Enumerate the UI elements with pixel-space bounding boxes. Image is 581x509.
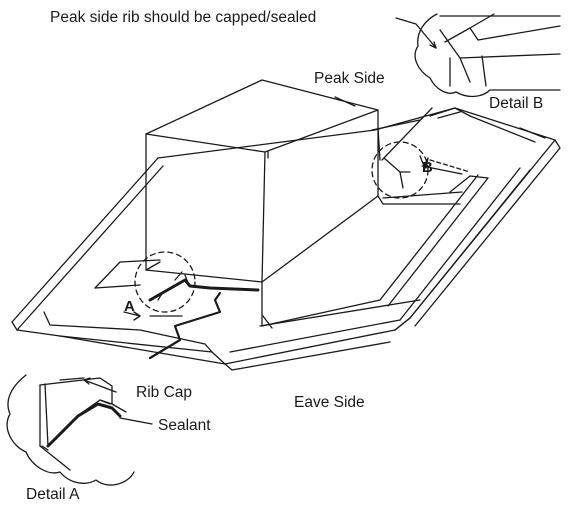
- marker-b-label: B: [422, 159, 433, 176]
- roof-panel: [11, 107, 561, 371]
- detail-b-circle: [371, 141, 429, 199]
- rib-cap-leader: [83, 379, 117, 393]
- marker-a-label: A: [124, 298, 135, 315]
- detail-b-inset: [414, 13, 561, 98]
- sealant-line: [148, 278, 260, 302]
- sealant-zigzag: [148, 291, 222, 360]
- curb-box: [145, 79, 384, 327]
- sealant-leader: [119, 417, 153, 425]
- rib-cap-label: Rib Cap: [136, 384, 192, 401]
- sealant-detail-line: [46, 402, 122, 448]
- peak-side-label: Peak Side: [314, 70, 385, 87]
- sealant-label: Sealant: [158, 417, 211, 434]
- detail-a-circle: [134, 251, 196, 313]
- note-label: Peak side rib should be capped/sealed: [50, 9, 316, 26]
- detail-a-label: Detail A: [26, 486, 80, 503]
- detail-b-label: Detail B: [489, 95, 543, 112]
- eave-side-label: Eave Side: [294, 394, 365, 411]
- detail-a-arrow: [123, 311, 141, 317]
- note-leader: [395, 17, 437, 49]
- detail-b-pointer: [381, 107, 433, 161]
- detail-a-inset: [6, 374, 135, 486]
